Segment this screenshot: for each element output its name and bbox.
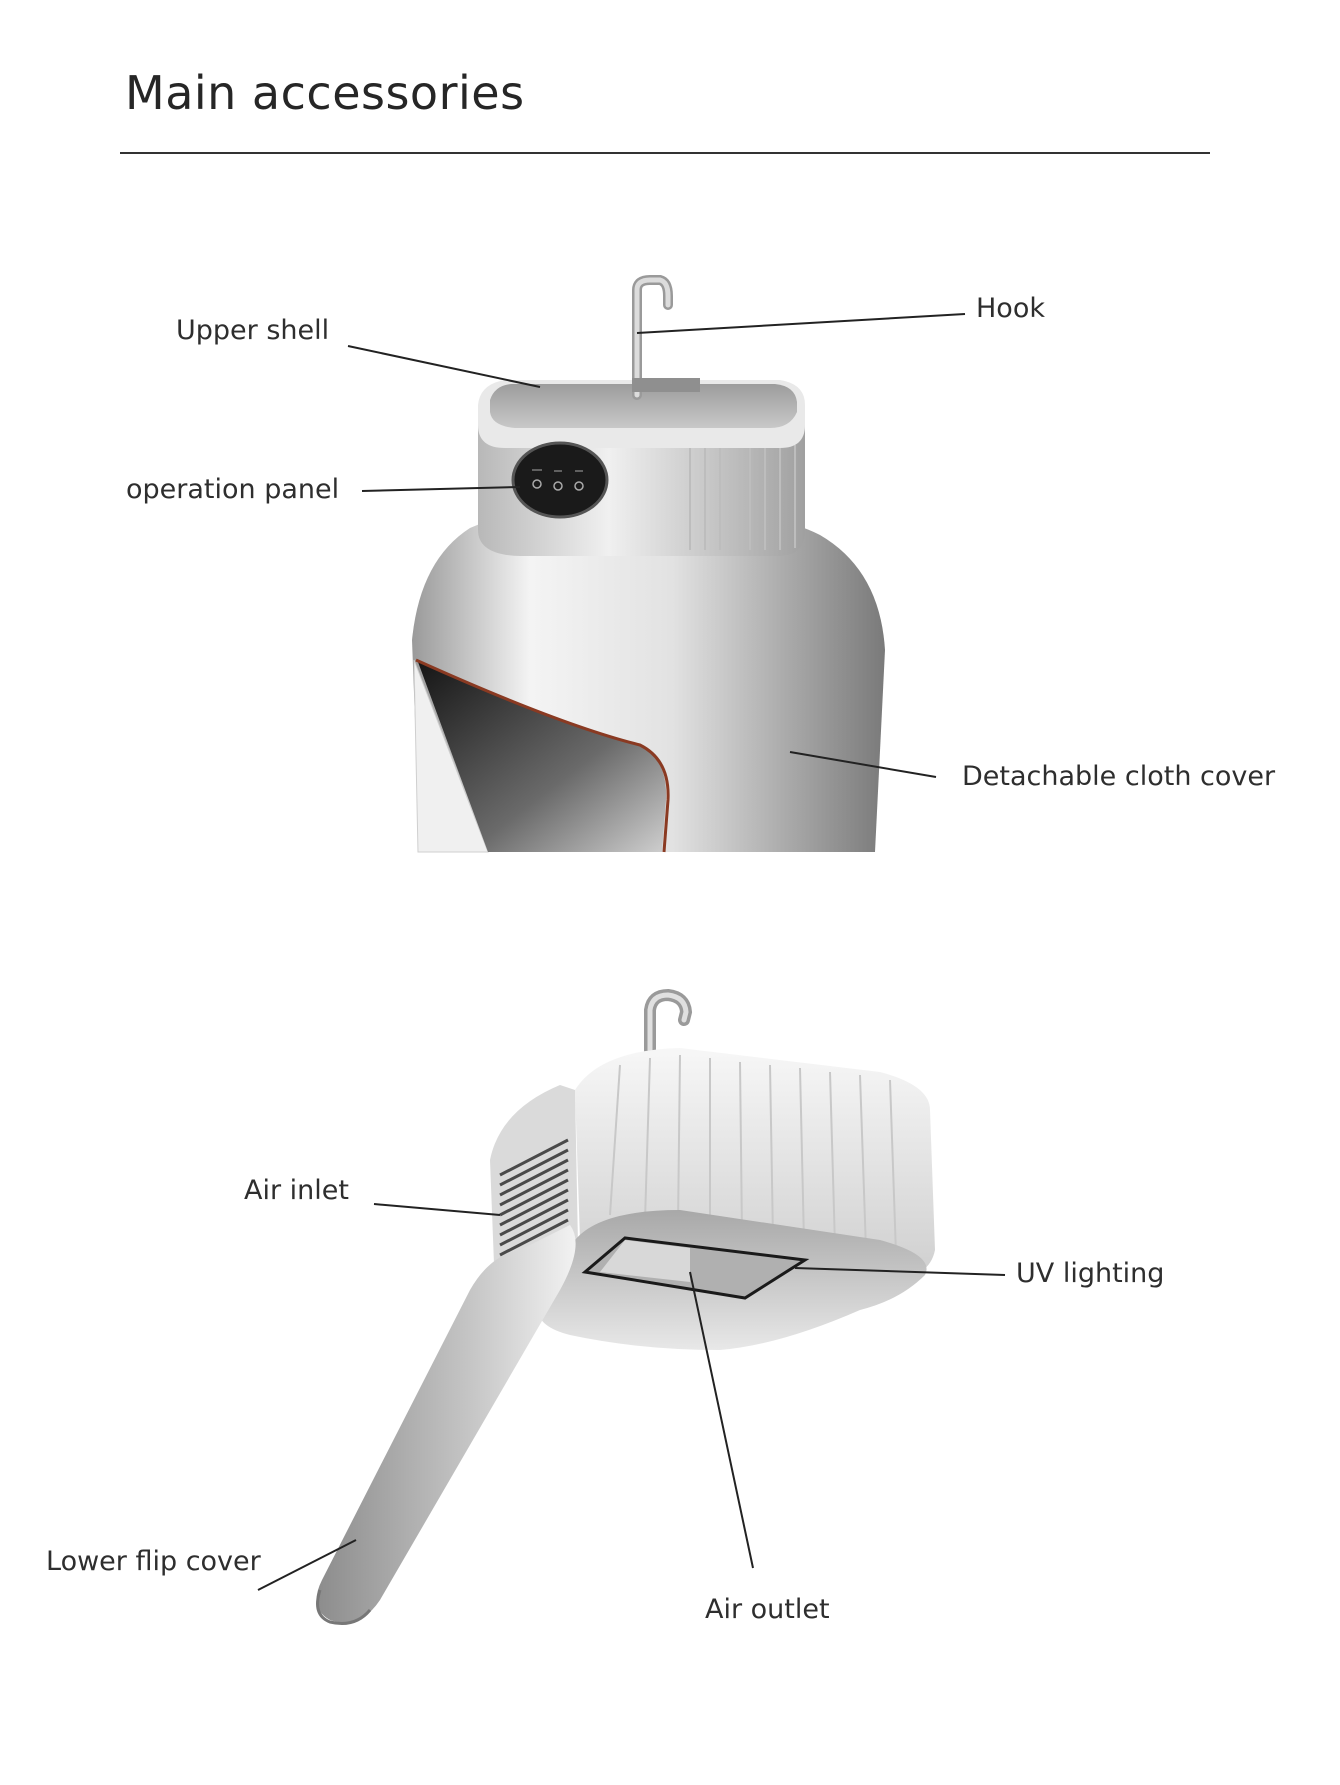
leader-uv-lighting — [794, 1267, 1006, 1276]
leader-lines — [257, 313, 1006, 1591]
hook — [632, 275, 700, 400]
label-lower-flip-cover: Lower flip cover — [46, 1546, 261, 1577]
leader-hook — [636, 313, 966, 334]
panel-button-icon — [574, 481, 584, 491]
label-hook: Hook — [976, 293, 1045, 324]
hook-lower — [644, 988, 693, 1056]
label-uv-lighting: UV lighting — [1016, 1258, 1165, 1289]
label-operation-panel: operation panel — [126, 474, 340, 505]
label-air-outlet: Air outlet — [705, 1594, 830, 1625]
page-title: Main accessories — [125, 66, 525, 120]
lower-flip-cover — [316, 1225, 576, 1625]
leader-operation-panel — [361, 486, 521, 492]
lower-body — [490, 1048, 935, 1350]
operation-panel — [511, 441, 609, 519]
panel-button-icon — [553, 481, 563, 491]
leader-air-inlet — [373, 1203, 501, 1216]
label-detachable-cloth-cover: Detachable cloth cover — [962, 761, 1276, 792]
label-upper-shell: Upper shell — [176, 315, 330, 346]
leader-upper-shell — [347, 345, 541, 388]
leader-lower-flip-cover — [257, 1539, 357, 1591]
leader-air-outlet — [689, 1271, 754, 1569]
cloth-cover-dark-panel — [418, 662, 667, 852]
label-air-inlet: Air inlet — [244, 1175, 349, 1206]
panel-button-icon — [532, 479, 542, 489]
device-body — [412, 505, 885, 853]
title-divider — [120, 152, 1210, 154]
leader-detachable-cloth-cover — [789, 751, 937, 778]
